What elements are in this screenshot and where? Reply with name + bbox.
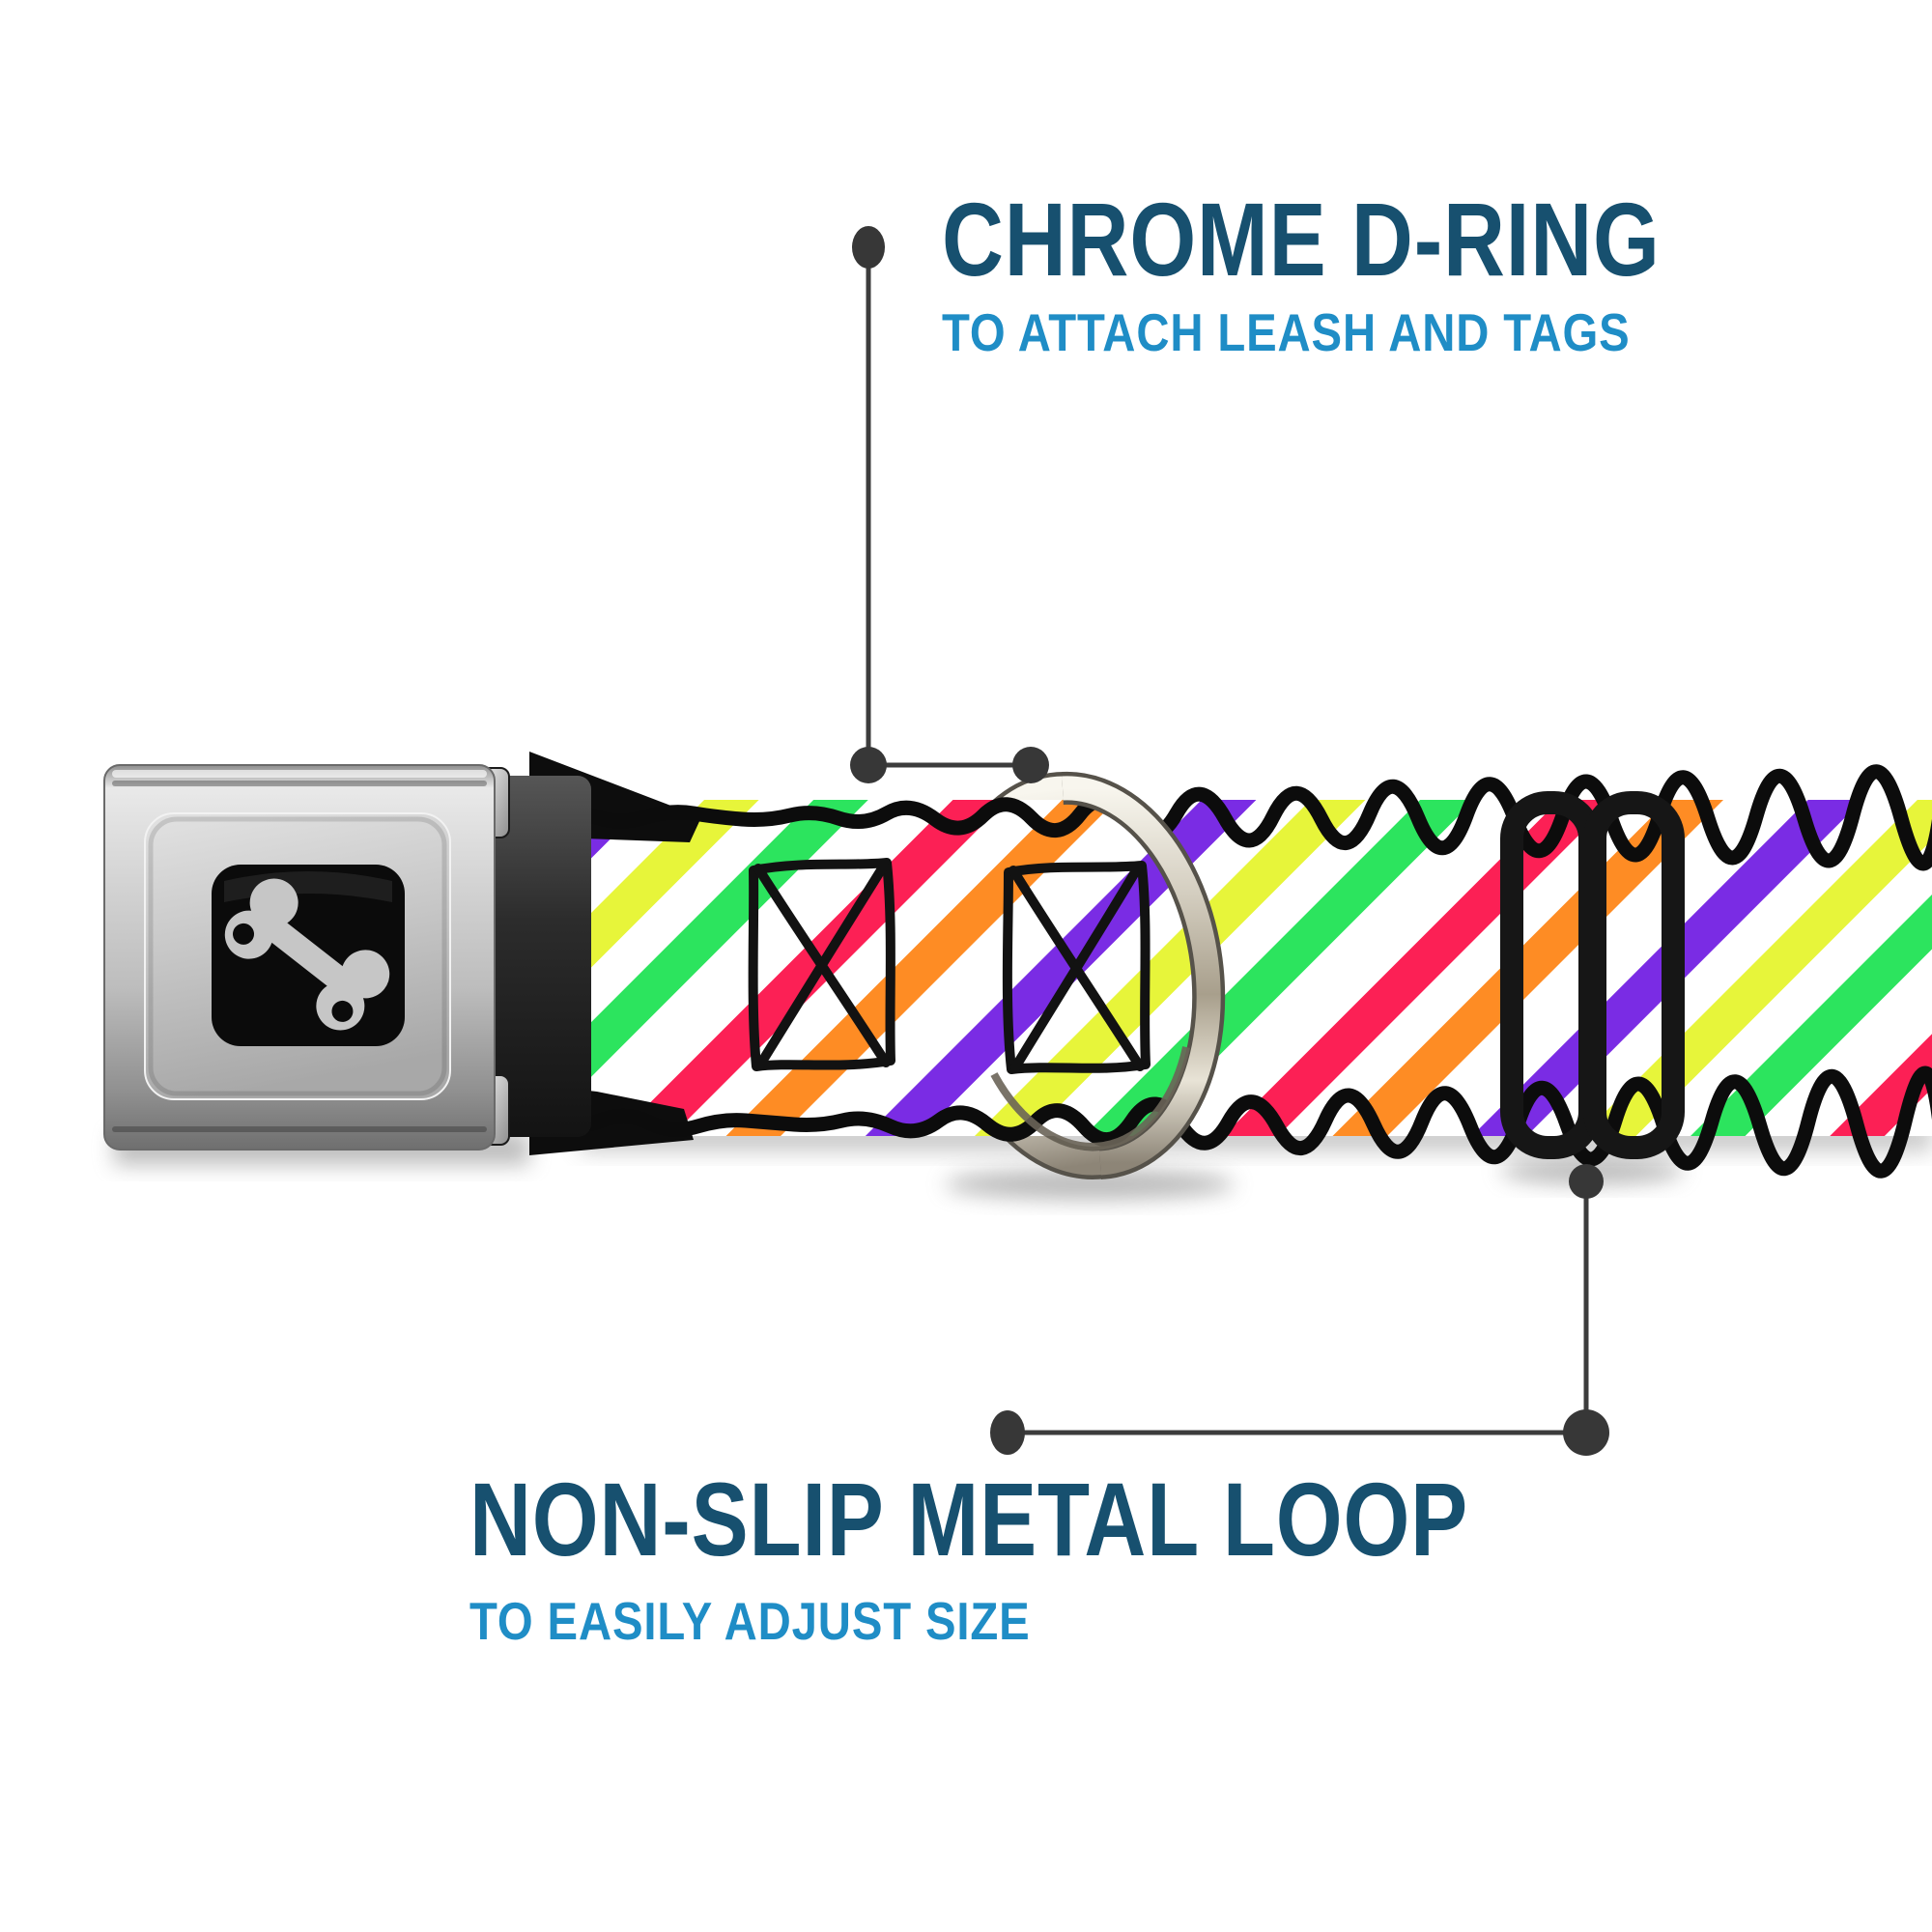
loop-callout-subtitle: TO EASILY ADJUST SIZE [469,1591,1031,1651]
dring-callout-subtitle: TO ATTACH LEASH AND TAGS [942,302,1631,362]
loop-callout-connector [990,1164,1609,1456]
stitch-box-x-1 [748,858,895,1071]
d-ring-split-line [990,1046,1190,1151]
dring-callout-dot-target [1012,747,1049,783]
dring-callout-title: CHROME D-RING [942,181,1661,298]
loop-callout-dot-corner [1563,1409,1609,1456]
buckle-clamp [481,776,591,1137]
loop-callout-dot-target [1569,1164,1604,1199]
stitch-box-x-2 [1002,861,1151,1074]
dring-callout-dot-text [852,226,885,269]
loop-callout-title: NON-SLIP METAL LOOP [469,1461,1469,1577]
dring-callout-connector [850,226,1049,783]
webbing-edge-top [545,764,1932,871]
slide-adjuster [1500,791,1685,1159]
collar-webbing [529,752,1932,1179]
dring-callout-dot-corner [850,747,887,783]
loop-callout-dot-text [990,1410,1025,1455]
webbing-stripes [546,800,1932,1136]
d-ring-front [990,771,1226,1179]
webbing-edge-bottom [545,1065,1932,1179]
dog-bone-logo-icon [224,878,390,1031]
seatbelt-buckle [103,764,591,1151]
